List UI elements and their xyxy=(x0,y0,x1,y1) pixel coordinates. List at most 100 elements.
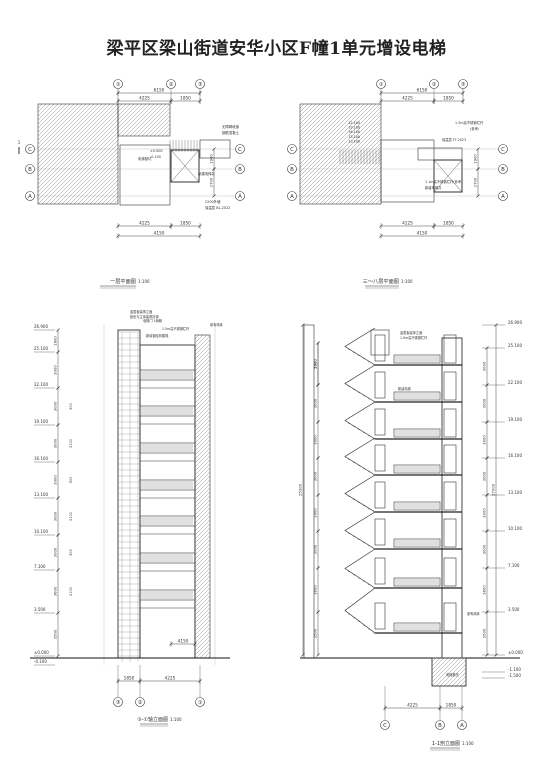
elev2-axis-bottom: A xyxy=(460,723,464,729)
elev2-axis-bottom: B xyxy=(438,723,442,729)
hatch-line xyxy=(431,657,441,667)
plan2-note: 1.1m高不锈钢栏杆(参考) xyxy=(425,179,462,184)
hatch-line xyxy=(363,186,382,205)
hatch-line xyxy=(97,183,119,205)
hatch-line xyxy=(435,657,465,687)
elev2-door-right xyxy=(443,408,457,438)
plan2-axis-top: ① xyxy=(379,82,384,88)
hatch-line xyxy=(194,455,211,472)
elev1-balcony xyxy=(139,589,196,601)
elev2-railing xyxy=(393,577,441,587)
plan2-bottom-dim: 1850 xyxy=(443,221,454,226)
plan2-axis-left: A xyxy=(290,194,294,200)
hatch-line xyxy=(194,575,211,592)
hatch-line xyxy=(451,671,467,687)
elev2-roof-door xyxy=(370,329,390,356)
hatch-line xyxy=(299,103,329,133)
elev2-door-left xyxy=(374,557,386,585)
hatch-line xyxy=(194,631,211,648)
plan1-axis-right-bubble xyxy=(235,191,245,201)
hatch-line xyxy=(194,635,211,652)
hatch-line xyxy=(339,162,382,205)
elev2-axis-bottom: C xyxy=(383,723,387,729)
hatch-line xyxy=(199,647,211,659)
plan2-level: 22.100 xyxy=(348,121,360,125)
tick xyxy=(316,493,320,497)
elev1-balcony xyxy=(139,405,196,417)
elev2-total-left: 25300 xyxy=(298,483,303,496)
stair-flight xyxy=(344,474,376,513)
hatch-line xyxy=(375,198,382,205)
hatch-line xyxy=(194,395,211,412)
hatch-line xyxy=(194,451,211,468)
hatch-line xyxy=(431,657,449,675)
elev1-dim: 1800 xyxy=(53,336,58,346)
hatch-line xyxy=(359,182,382,205)
plan1-axis-top-bubble xyxy=(113,79,123,89)
tick xyxy=(476,147,480,151)
elev1-level: 25.100 xyxy=(34,346,48,351)
hatch-line xyxy=(194,475,211,492)
hatch-line xyxy=(37,103,99,165)
hatch-line xyxy=(431,657,453,679)
elev1-subdim: 2100 xyxy=(69,439,73,448)
plan1-axis-left: B xyxy=(28,167,32,173)
elev1-dim: 3000 xyxy=(53,438,58,448)
elev1-balcony xyxy=(139,442,196,454)
elev1-level: 7.100 xyxy=(34,564,46,569)
hatch-line xyxy=(145,111,171,137)
hatch-line xyxy=(203,651,211,659)
hatch-line xyxy=(194,579,211,596)
elev1-note: 原有墙体 xyxy=(210,322,224,327)
plan2-axis-right: C xyxy=(501,147,505,153)
hatch-line xyxy=(37,103,55,121)
tick xyxy=(485,493,489,497)
elev2-level: 10.100 xyxy=(508,526,522,531)
hatch-line xyxy=(37,103,119,185)
hatch-line xyxy=(299,103,305,109)
elev2-dim-right: 3000 xyxy=(482,435,487,445)
elev2-dim-left: 3000 xyxy=(313,471,318,481)
plan1-axis-right-bubble xyxy=(235,164,245,174)
elev1-dim: 3000 xyxy=(53,547,58,557)
tick xyxy=(212,147,216,151)
hatch-line xyxy=(194,639,211,656)
hatch-line xyxy=(113,199,119,205)
tick xyxy=(494,653,498,657)
tick xyxy=(494,323,498,327)
hatch-line xyxy=(299,110,382,193)
tick xyxy=(56,611,60,615)
hatch-line xyxy=(37,103,111,177)
elev1-axis-bottom-bubble xyxy=(135,697,145,707)
elev1-note: 金属板装饰立面 xyxy=(130,309,152,314)
hatch-line xyxy=(299,103,349,153)
hatch-line xyxy=(137,103,171,137)
tick xyxy=(316,653,320,657)
elev2-level: -1.100 xyxy=(508,667,521,672)
plan1-axis-left-bubble xyxy=(25,164,35,174)
hatch-line xyxy=(37,103,83,149)
elev2-shaft xyxy=(441,337,463,659)
tick xyxy=(476,194,480,198)
stair-flight xyxy=(344,327,376,366)
elev2-level: 25.100 xyxy=(508,343,522,348)
plan2-axis-top-bubble xyxy=(429,79,439,89)
elev2-dim-right: 3000 xyxy=(482,471,487,481)
plan1-dim-total: 6150 xyxy=(154,88,165,93)
hatch-line xyxy=(194,334,200,340)
elev2-scale: 1:100 xyxy=(462,741,474,746)
hatch-line xyxy=(37,103,79,145)
elev1-axis-bottom-bubble xyxy=(195,697,205,707)
hatch-line xyxy=(194,611,211,628)
hatch-line xyxy=(93,179,119,205)
elev2-railing xyxy=(393,538,441,548)
stair-flight xyxy=(344,437,376,476)
hatch-line xyxy=(194,615,211,632)
hatch-line xyxy=(37,103,115,181)
elev1-level: 3.500 xyxy=(34,607,46,612)
plan2-dim-a: 4225 xyxy=(402,96,413,101)
hatch-line xyxy=(463,683,467,687)
elev1-axis-bottom: ③ xyxy=(116,700,121,706)
hatch-line xyxy=(194,391,211,408)
